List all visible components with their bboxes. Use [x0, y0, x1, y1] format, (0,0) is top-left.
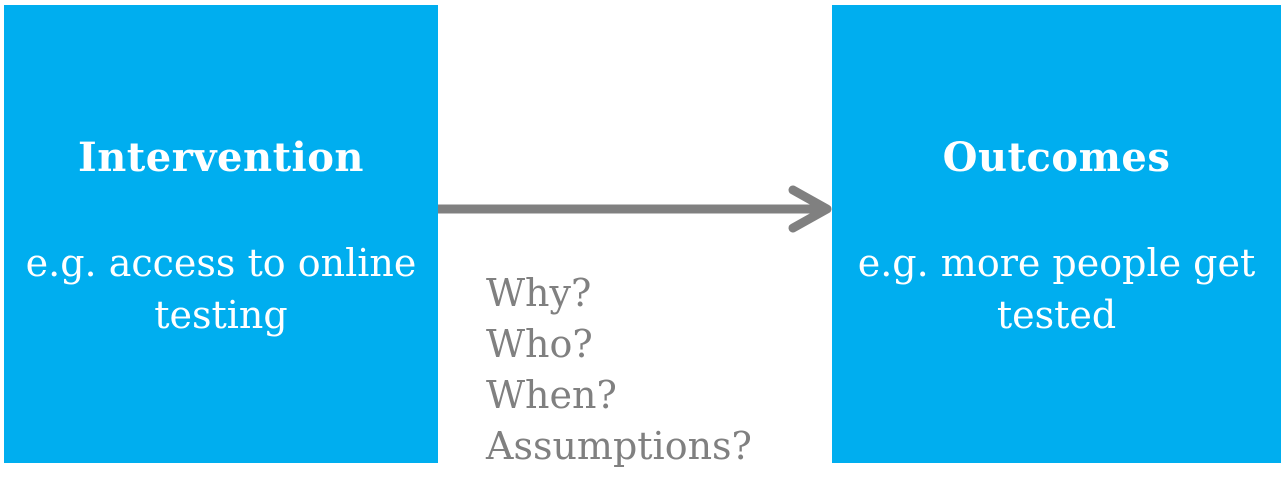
question-item: Why? [486, 271, 592, 315]
arrow-head [788, 185, 832, 233]
intervention-title: Intervention [78, 134, 364, 181]
intervention-example-line: testing [154, 293, 288, 337]
question-item: Who? [486, 322, 593, 366]
question-item: When? [486, 373, 617, 417]
intervention-box: Intervention e.g. access to online testi… [4, 5, 438, 463]
questions-list: Why? Who? When? Assumptions? [486, 268, 752, 472]
question-item: Assumptions? [486, 424, 752, 468]
outcomes-example-line: e.g. more people get [857, 241, 1256, 285]
intervention-example: e.g. access to online testing [4, 237, 438, 341]
outcomes-example-line: tested [996, 293, 1117, 337]
arrow-connector [438, 185, 832, 233]
outcomes-title: Outcomes [942, 134, 1171, 181]
outcomes-box: Outcomes e.g. more people get tested [832, 5, 1281, 463]
intervention-example-line: e.g. access to online [25, 241, 417, 285]
outcomes-example: e.g. more people get tested [832, 237, 1281, 341]
